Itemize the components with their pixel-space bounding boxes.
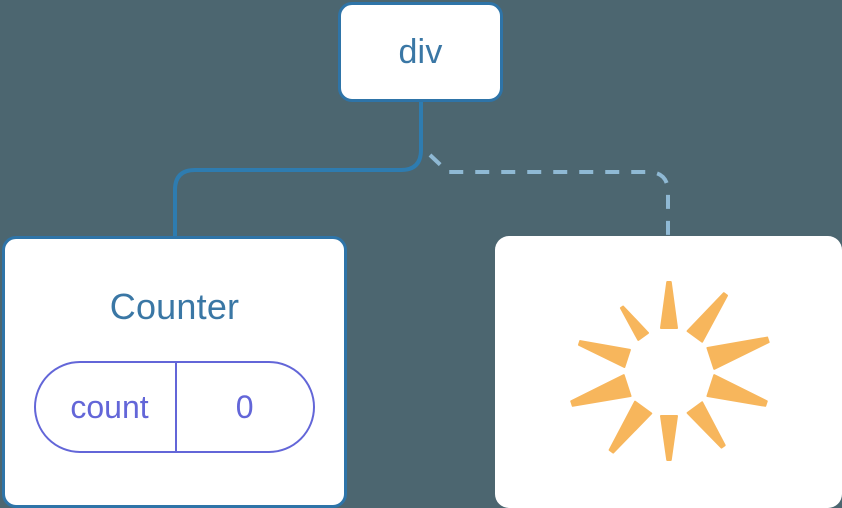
node-div[interactable]: div (338, 2, 503, 102)
node-counter[interactable]: Counter count 0 (2, 236, 347, 508)
prop-pill-count[interactable]: count 0 (34, 361, 315, 453)
spinner-ray-6 (608, 400, 652, 454)
node-counter-label: Counter (109, 286, 240, 327)
prop-value-count: 0 (174, 363, 313, 451)
edge-root-to-counter (173, 100, 423, 240)
spinner-ray-9 (619, 305, 649, 341)
prop-key-count: count (70, 389, 149, 425)
edge-root-to-spinner (428, 153, 670, 238)
spinner-ray-5 (659, 415, 678, 461)
node-spinner[interactable] (495, 236, 842, 508)
spinner-ray-7 (569, 374, 632, 407)
loading-spinner-rays (569, 281, 770, 461)
spinner-ray-8 (577, 340, 631, 368)
spinner-ray-1 (686, 292, 728, 343)
spinner-ray-2 (705, 336, 770, 370)
loading-spinner-icon (549, 252, 789, 492)
node-div-label: div (398, 33, 443, 71)
spinner-ray-4 (686, 401, 726, 449)
spinner-ray-3 (705, 374, 768, 407)
spinner-ray-0 (659, 281, 678, 329)
